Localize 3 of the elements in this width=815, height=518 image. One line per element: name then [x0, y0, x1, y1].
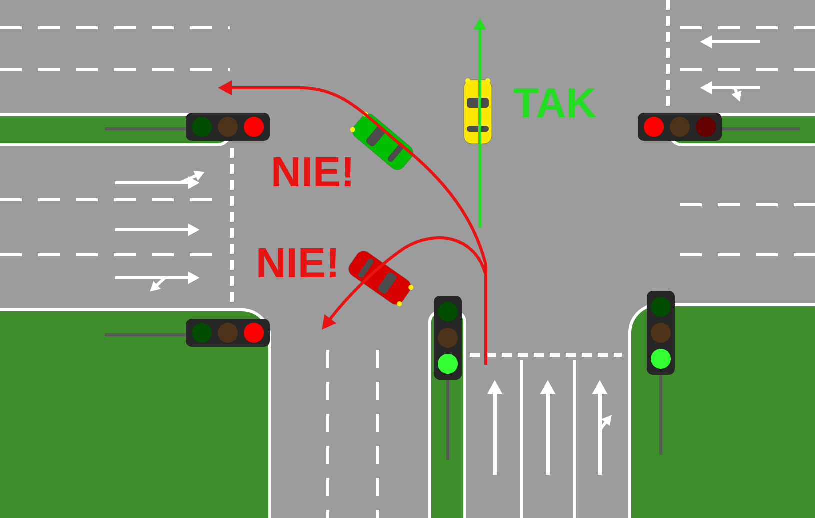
answer-label: TAK [514, 88, 596, 118]
answer-label: NIE! [258, 248, 336, 278]
answer-label: NIE! [274, 158, 351, 186]
